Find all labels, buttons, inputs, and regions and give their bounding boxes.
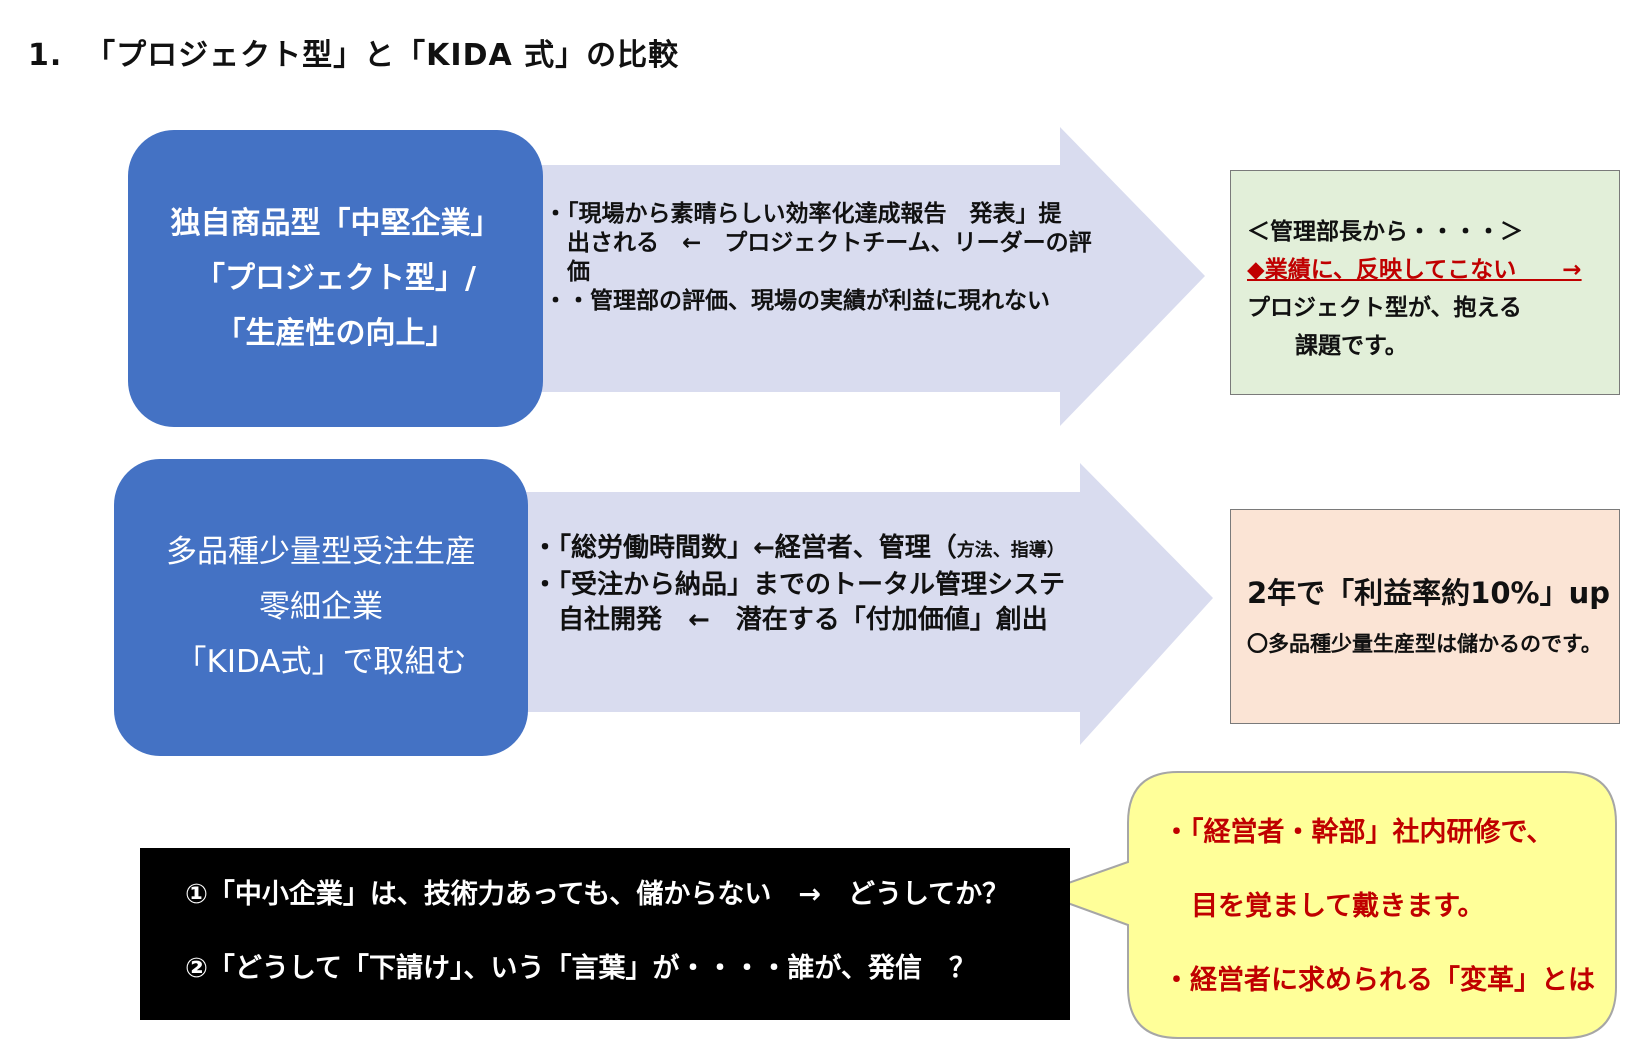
kida-type-box-line: 多品種少量型受注生産 — [166, 534, 476, 570]
kida-type-box-line: 「KIDA式」で取組む — [175, 644, 467, 680]
arrow-text-line: 出される ← プロジェクトチーム、リーダーの評 — [544, 230, 1092, 256]
management-note-line: 課題です。 — [1295, 333, 1408, 359]
profit-note-heading: 2年で「利益率約10%」up — [1247, 576, 1610, 610]
question-2: ②「どうして「下請け」、いう「言葉」が・・・・誰が、発信 ？ — [185, 953, 977, 984]
arrow-text-small: 方法、指導） — [956, 540, 1065, 561]
callout-line: ・経営者に求められる「変革」とは — [1163, 965, 1595, 996]
questions-box: ①「中小企業」は、技術力あっても、儲からない → どうしてか？ ②「どうして「下… — [140, 848, 1070, 1020]
project-type-box-line: 独自商品型「中堅企業」 — [170, 206, 501, 241]
arrow-text-line: 価 — [544, 259, 590, 285]
question-1: ①「中小企業」は、技術力あっても、儲からない → どうしてか？ — [185, 879, 1010, 910]
callout-line: 目を覚まして戴きます。 — [1191, 891, 1485, 922]
arrow-text-main: ・「総労働時間数」←経営者、管理（ — [532, 533, 957, 563]
kida-type-arrow-text: ・「総労働時間数」←経営者、管理（方法、指導） ・「受注から納品」までのトータル… — [532, 531, 1065, 638]
management-note-alert: ◆業績に、反映してこない → — [1247, 257, 1582, 283]
management-note: ＜管理部長から・・・・＞ ◆業績に、反映してこない → プロジェクト型が、抱える… — [1230, 170, 1620, 395]
page-title: 1. 「プロジェクト型」と「KIDA 式」の比較 — [28, 38, 680, 73]
speech-bubble — [1037, 771, 1617, 1039]
callout-text: ・「経営者・幹部」社内研修で、 目を覚まして戴きます。 ・経営者に求められる「変… — [1163, 813, 1595, 1001]
arrow-text-line: 自社開発 ← 潜在する「付加価値」創出 — [532, 605, 1048, 635]
arrow-text-line: ・「受注から納品」までのトータル管理システ — [532, 570, 1066, 600]
project-type-box-line: 「プロジェクト型」/ — [195, 261, 476, 296]
project-type-box-line: 「生産性の向上」 — [215, 316, 456, 351]
management-note-line: プロジェクト型が、抱える — [1247, 295, 1522, 321]
profit-note: 2年で「利益率約10%」up 〇多品種少量生産型は儲かるのです。 — [1230, 509, 1620, 724]
project-type-arrow-text: ・「現場から素晴らしい効率化達成報告 発表」提 出される ← プロジェクトチーム… — [544, 200, 1092, 316]
arrow-shape-2 — [505, 463, 1213, 745]
arrow-text-line: ・・管理部の評価、現場の実績が利益に現れない — [544, 288, 1050, 314]
profit-note-body: 〇多品種少量生産型は儲かるのです。 — [1247, 632, 1602, 656]
project-type-box: 独自商品型「中堅企業」 「プロジェクト型」/ 「生産性の向上」 — [128, 130, 543, 427]
arrow-text-line: ・「現場から素晴らしい効率化達成報告 発表」提 — [544, 201, 1062, 227]
kida-type-box: 多品種少量型受注生産 零細企業 「KIDA式」で取組む — [114, 459, 528, 756]
arrow-text-line: ・「総労働時間数」←経営者、管理（方法、指導） — [532, 531, 1065, 568]
management-note-heading: ＜管理部長から・・・・＞ — [1247, 219, 1523, 245]
arrow-shape-1 — [520, 127, 1205, 426]
kida-type-box-line: 零細企業 — [259, 589, 383, 625]
callout-line: ・「経営者・幹部」社内研修で、 — [1163, 817, 1554, 848]
